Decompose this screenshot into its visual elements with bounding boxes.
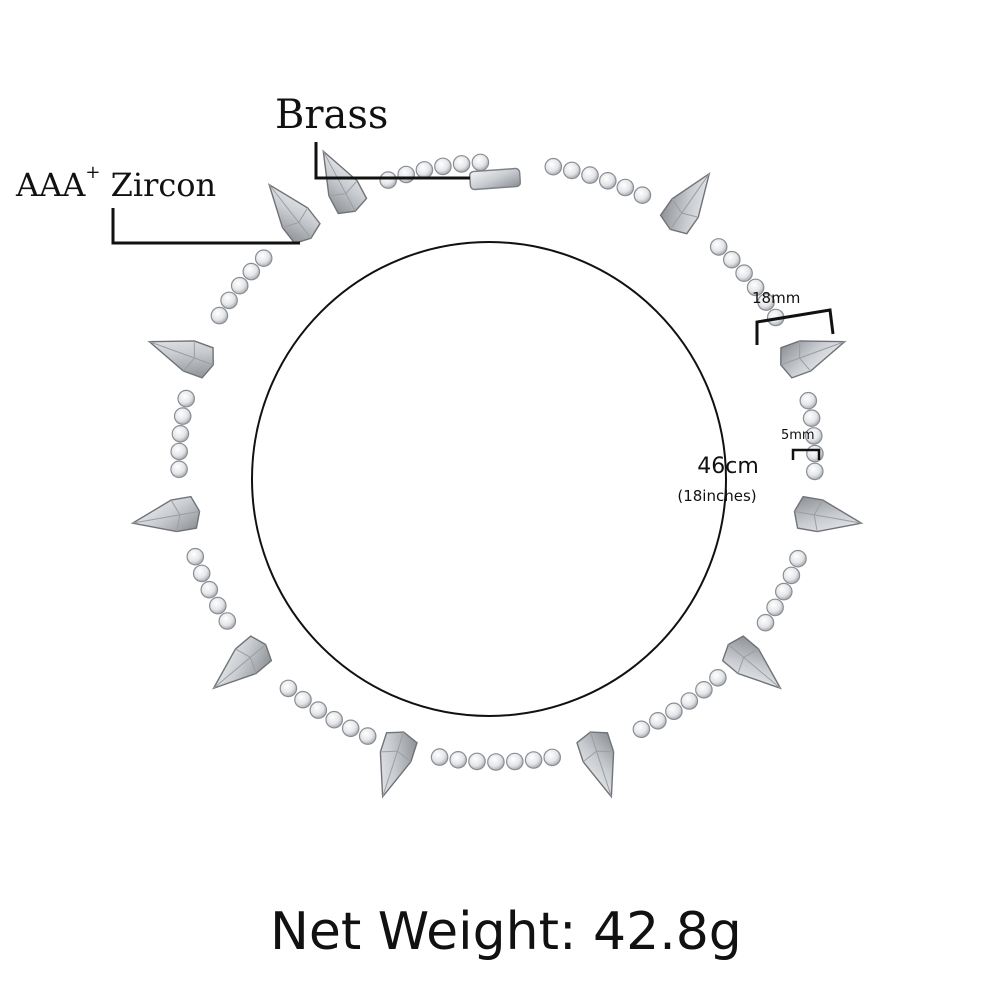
- spike-charm: [147, 340, 214, 379]
- chain-bead: [379, 171, 397, 189]
- zircon-callout-line: [111, 208, 300, 245]
- chain-bead: [789, 549, 807, 568]
- chain-bead: [782, 566, 801, 585]
- chain-bead: [210, 306, 229, 325]
- chain-width-bracket: [791, 448, 821, 460]
- chain-bead: [665, 702, 683, 721]
- chain-bead: [220, 291, 238, 310]
- chain-bead: [562, 161, 581, 180]
- net-weight-label: Net Weight: 42.8g: [270, 902, 742, 962]
- chain-bead: [746, 278, 765, 297]
- chain-bead: [757, 293, 775, 311]
- chain-bead: [680, 692, 699, 710]
- chain-bead: [722, 250, 741, 269]
- spike-width-bracket: [755, 308, 835, 345]
- zircon-label: AAA+ Zircon: [16, 162, 217, 204]
- zircon-grade: AAA: [16, 166, 86, 204]
- chain-bead: [468, 752, 486, 771]
- chain-bead: [341, 719, 360, 738]
- chain-bead: [170, 442, 188, 461]
- chain-bead: [294, 690, 312, 709]
- chain-bead: [434, 157, 452, 176]
- chain-bead: [170, 460, 188, 479]
- chain-bead: [309, 701, 328, 719]
- chain-bead: [279, 679, 298, 698]
- brass-label: Brass: [275, 92, 389, 138]
- brass-callout-line: [314, 142, 470, 180]
- chain-bead: [544, 157, 563, 176]
- chain-bead: [325, 710, 343, 729]
- length-circle: [251, 241, 727, 717]
- chain-bead: [171, 424, 190, 443]
- chain-bead: [709, 668, 727, 687]
- spike-charms: [130, 149, 864, 799]
- zircon-name: Zircon: [110, 166, 217, 204]
- chain-bead: [616, 178, 635, 197]
- chain-bead: [598, 172, 617, 190]
- chain-width-label: 5mm: [781, 428, 815, 443]
- chain-bead: [254, 249, 273, 268]
- chain-bead: [452, 155, 471, 173]
- spike-width-label: 18mm: [752, 289, 801, 307]
- length-inches-label: (18inches): [677, 487, 757, 505]
- chain-bead: [799, 391, 818, 410]
- chain-bead: [695, 680, 713, 699]
- chain-bead: [649, 711, 667, 730]
- chain-bead: [735, 264, 753, 282]
- chain-bead: [524, 751, 543, 769]
- chain-bead: [632, 720, 651, 739]
- chain-bead: [709, 238, 728, 256]
- spike-charm: [659, 172, 711, 235]
- chain-bead: [430, 748, 449, 766]
- chain-bead: [192, 564, 211, 583]
- chain-bead: [543, 748, 561, 767]
- chain-bead: [581, 166, 599, 184]
- spike-charm: [267, 183, 321, 245]
- chain-bead: [804, 427, 823, 445]
- spike-charm: [212, 635, 273, 690]
- chain-bead: [415, 161, 434, 179]
- chain-bead: [806, 444, 824, 463]
- chain-bead: [242, 262, 261, 281]
- chain-bead: [358, 727, 377, 745]
- spike-charm: [379, 731, 418, 799]
- chain-bead: [766, 598, 784, 617]
- length-label: 46cm: [697, 454, 759, 479]
- tennis-chain: [170, 153, 824, 771]
- clasp: [468, 167, 522, 191]
- chain-bead: [209, 596, 227, 615]
- chain-bead: [471, 153, 490, 172]
- spike-charm: [793, 495, 864, 533]
- chain-bead: [230, 276, 249, 295]
- spike-charm: [130, 495, 201, 533]
- spike-charm: [780, 340, 847, 379]
- chain-bead: [802, 409, 821, 427]
- chain-bead: [487, 753, 505, 771]
- chain-bead: [397, 165, 415, 184]
- spike-charm: [322, 149, 368, 215]
- chain-bead: [774, 582, 793, 601]
- chain-bead: [200, 580, 219, 599]
- spike-charm: [576, 731, 615, 799]
- chain-bead: [805, 462, 824, 481]
- chain-bead: [633, 186, 652, 204]
- zircon-grade-plus: +: [85, 162, 101, 184]
- chain-bead: [186, 547, 205, 566]
- spike-charm: [721, 635, 782, 690]
- chain-bead: [505, 752, 524, 771]
- chain-bead: [173, 407, 192, 425]
- chain-bead: [177, 389, 195, 408]
- chain-bead: [218, 612, 237, 630]
- chain-bead: [449, 750, 467, 769]
- chain-bead: [756, 613, 775, 632]
